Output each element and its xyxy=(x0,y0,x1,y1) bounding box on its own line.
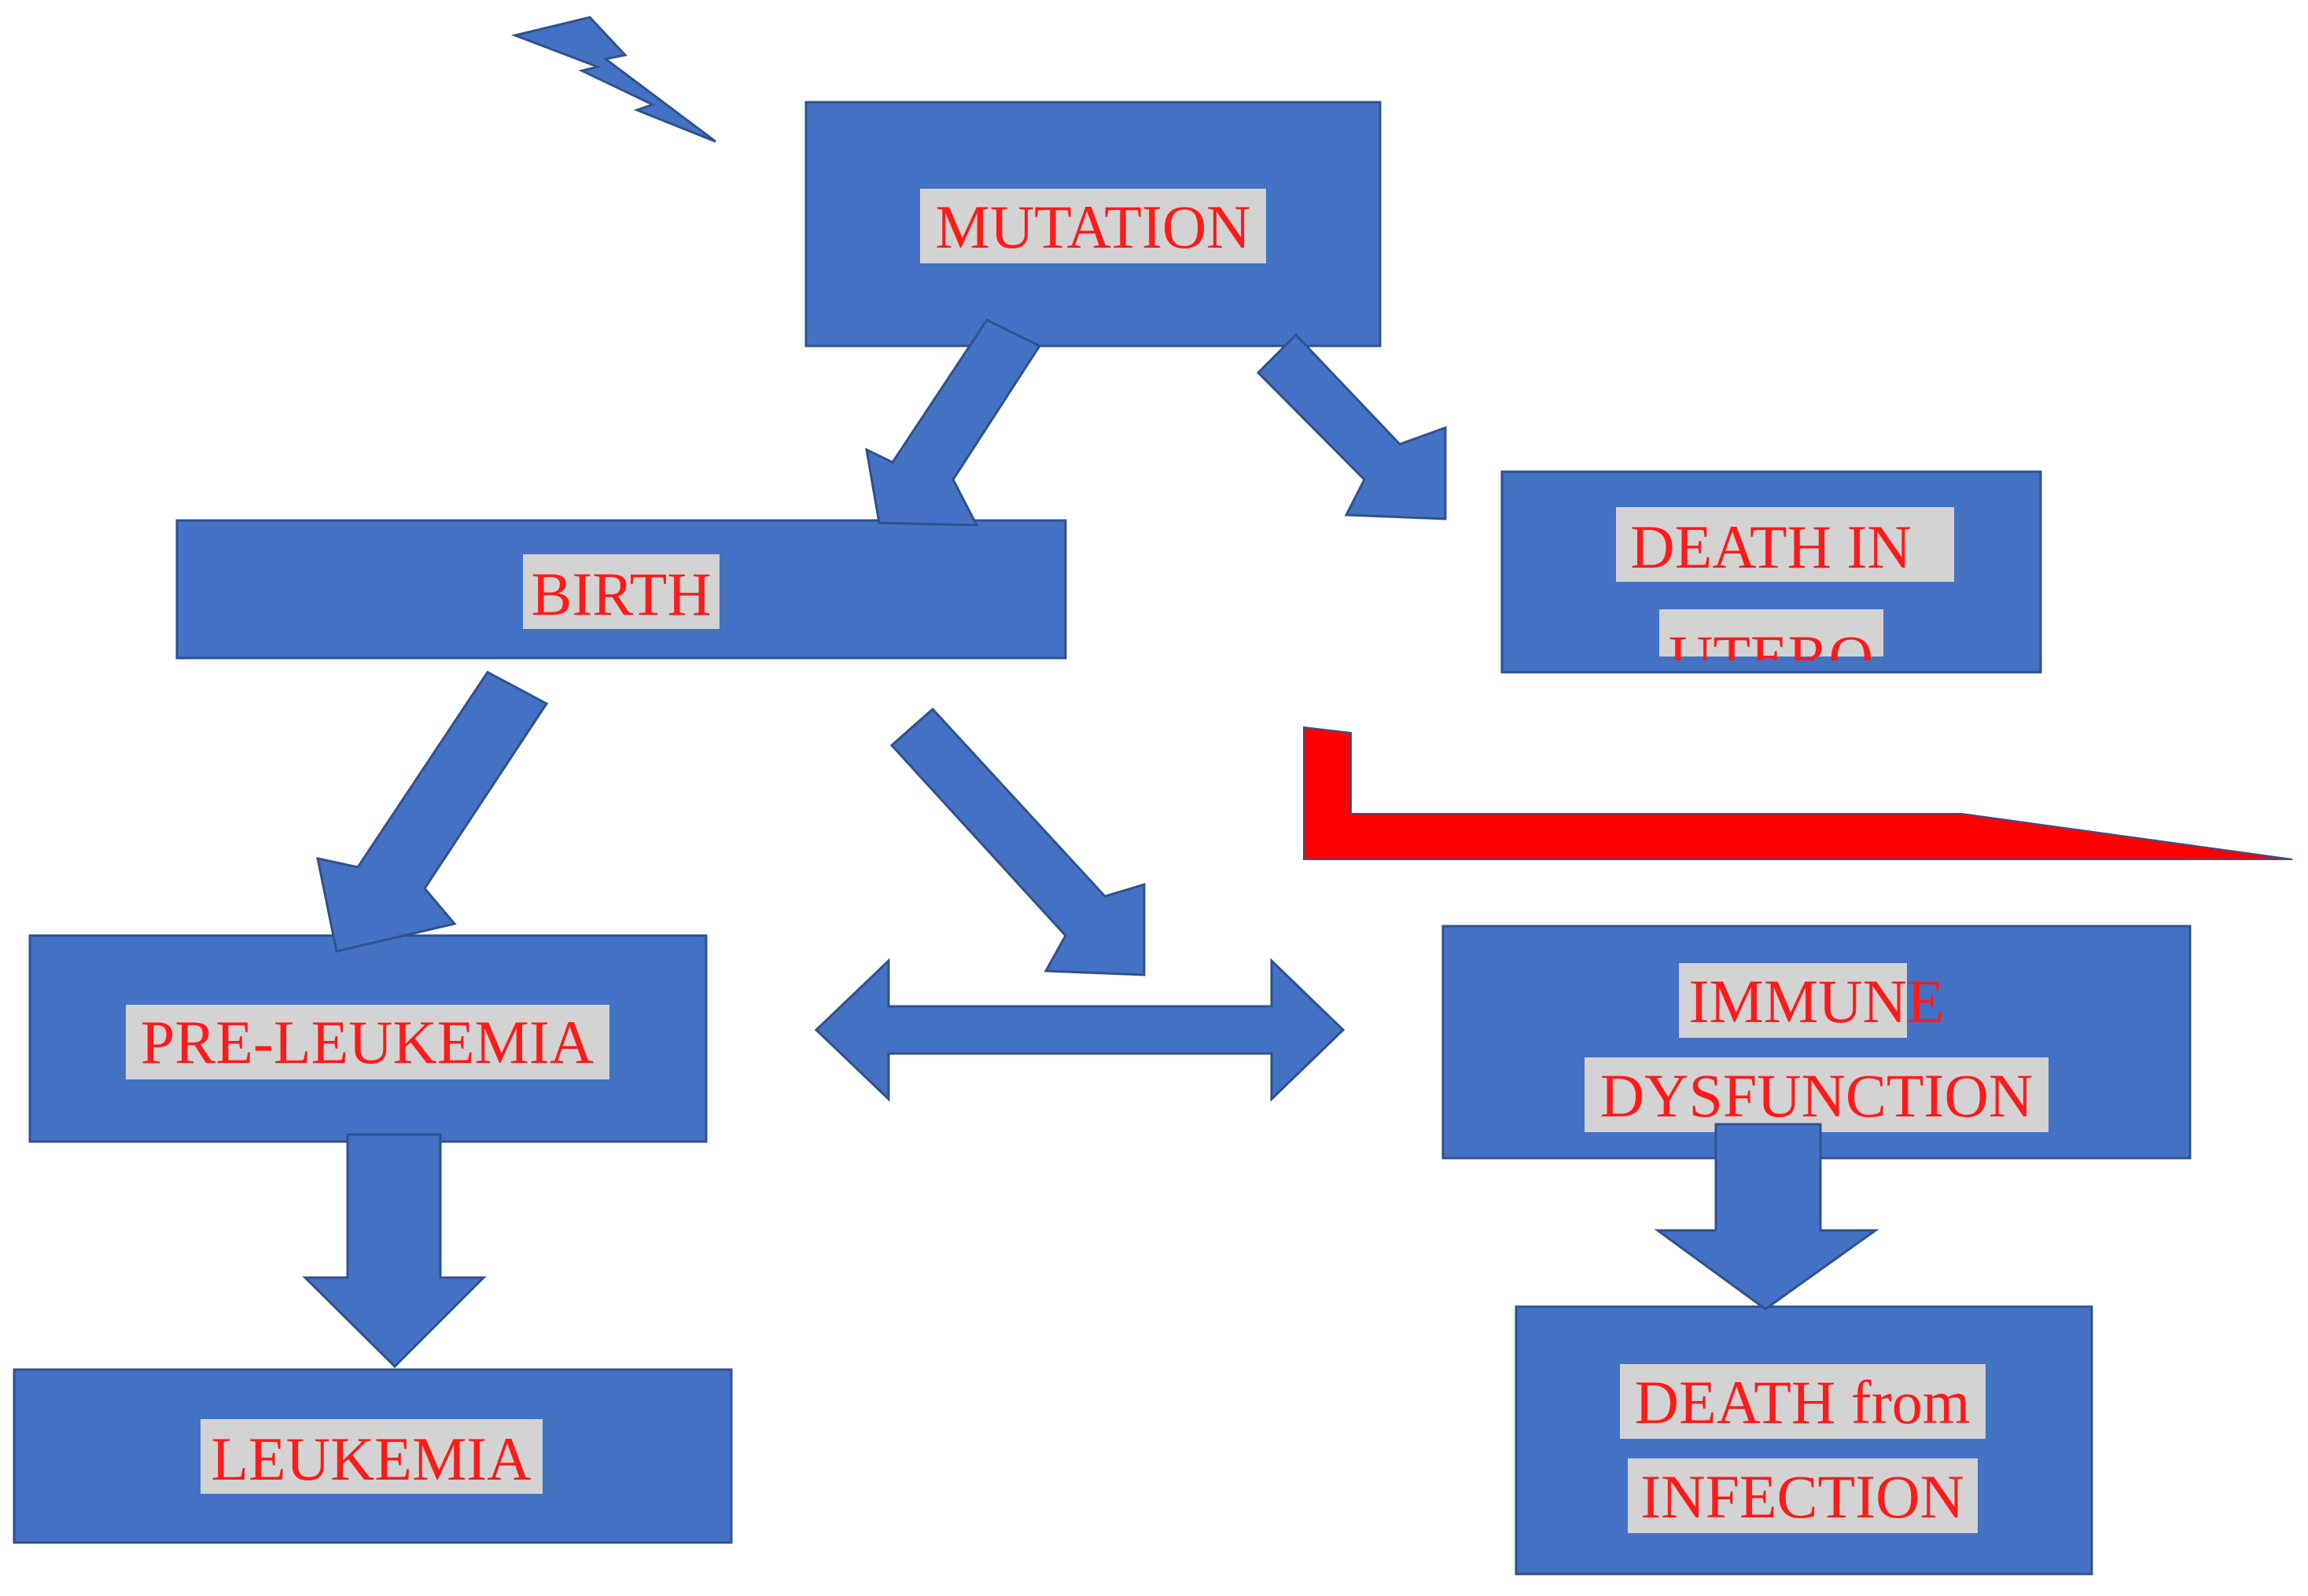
node-immune-dysfunction: IMMUNE DYSFUNCTION xyxy=(1441,925,2192,1160)
arrow-birth-to-pre-leukemia xyxy=(316,671,549,953)
arrow-pre-leukemia-to-leukemia xyxy=(302,1133,487,1369)
lightning-bolt-icon xyxy=(510,16,716,143)
double-arrow-pre-leukemia-immune-dysfunction xyxy=(814,958,1345,1102)
death-from-infection-line2: INFECTION xyxy=(1640,1462,1964,1531)
immune-dysfunction-line1: IMMUNE xyxy=(1689,967,1945,1035)
pre-leukemia-label: PRE-LEUKEMIA xyxy=(141,1008,594,1076)
arrow-mutation-to-birth xyxy=(865,318,1042,527)
arrow-birth-to-immune-dysfunction xyxy=(889,707,1146,976)
death-in-utero-line1: DEATH IN xyxy=(1630,513,1911,581)
death-from-infection-line1: DEATH from xyxy=(1635,1368,1971,1436)
leukemia-label: LEUKEMIA xyxy=(211,1425,531,1493)
immune-dysfunction-line2: DYSFUNCTION xyxy=(1600,1061,2033,1130)
death-in-utero-line2: UTERO xyxy=(1669,623,1873,691)
arrow-mutation-to-death-in-utero xyxy=(1256,333,1447,520)
mutation-label: MUTATION xyxy=(935,193,1250,261)
node-pre-leukemia: PRE-LEUKEMIA xyxy=(28,934,708,1143)
node-leukemia: LEUKEMIA xyxy=(13,1368,733,1544)
node-death-from-infection: DEATH from INFECTION xyxy=(1515,1305,2093,1576)
node-birth: BIRTH xyxy=(175,519,1067,660)
node-death-in-utero: DEATH IN UTERO xyxy=(1500,470,2042,691)
red-wedge-shape xyxy=(1303,726,2293,860)
birth-label: BIRTH xyxy=(531,560,711,628)
node-mutation: MUTATION xyxy=(804,101,1382,348)
arrow-immune-dysfunction-to-death-from-infection xyxy=(1654,1123,1879,1311)
